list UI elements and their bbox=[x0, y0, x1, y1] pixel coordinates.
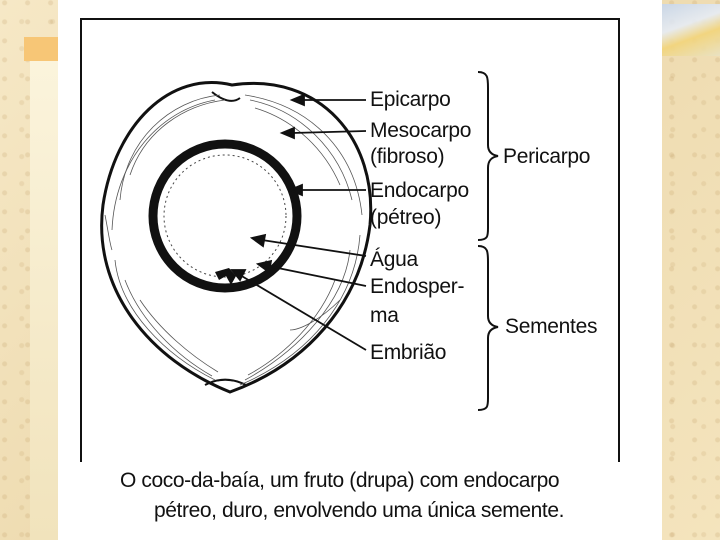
label-endocarpo-petreo: (pétreo) bbox=[370, 207, 441, 229]
caption-line-1: O coco-da-baía, um fruto (drupa) com end… bbox=[120, 466, 630, 496]
seeds-brace bbox=[478, 246, 498, 410]
label-endocarpo: Endocarpo bbox=[370, 180, 469, 202]
label-mesocarpo: Mesocarpo bbox=[370, 120, 471, 142]
endocarp-shell bbox=[153, 144, 297, 288]
label-embriao: Embrião bbox=[370, 342, 446, 364]
caption-line-2: pétreo, duro, envolvendo uma única semen… bbox=[120, 496, 630, 526]
label-sementes: Sementes bbox=[505, 316, 597, 338]
label-endosperma-cont: ma bbox=[370, 305, 399, 327]
label-agua: Água bbox=[370, 249, 418, 271]
label-epicarpo: Epicarpo bbox=[370, 89, 450, 111]
label-endosperma: Endosper- bbox=[370, 276, 464, 298]
pericarp-brace bbox=[478, 72, 498, 240]
label-mesocarpo-fibroso: (fibroso) bbox=[370, 146, 444, 168]
label-pericarpo: Pericarpo bbox=[503, 146, 590, 168]
figure-caption: O coco-da-baía, um fruto (drupa) com end… bbox=[120, 466, 630, 526]
